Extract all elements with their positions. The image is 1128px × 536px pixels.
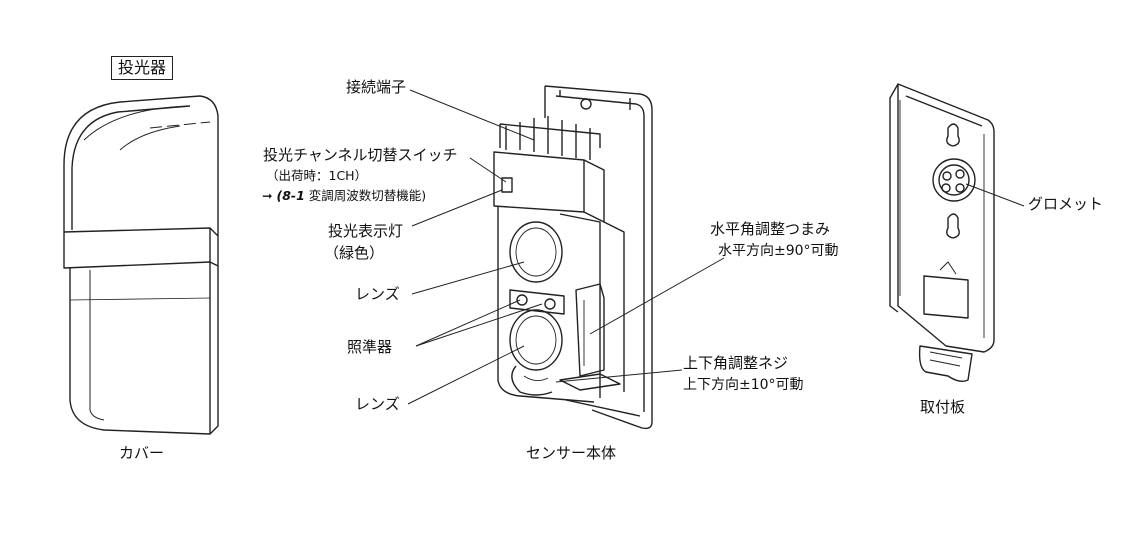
label-indicator-color: （緑色） bbox=[324, 244, 385, 262]
label-factory-setting: （出荷時：1CH） bbox=[266, 168, 368, 183]
arrow-icon: ➞ bbox=[262, 188, 273, 203]
label-h-angle-range: 水平方向±90°可動 bbox=[718, 243, 839, 259]
label-v-angle-range: 上下方向±10°可動 bbox=[683, 377, 804, 393]
leader-lines bbox=[407, 89, 1025, 405]
projector-title: 投光器 bbox=[111, 56, 174, 80]
label-grommet: グロメット bbox=[1028, 195, 1104, 213]
mounting-plate-drawing bbox=[889, 83, 995, 383]
label-h-angle-knob: 水平角調整つまみ bbox=[710, 220, 831, 238]
mounting-plate-caption: 取付板 bbox=[920, 398, 966, 416]
cover-drawing bbox=[63, 95, 219, 435]
label-reference: ➞ (8-1 変調周波数切替機能) bbox=[262, 188, 427, 203]
reference-text: 変調周波数切替機能) bbox=[308, 188, 427, 203]
label-lens-bottom: レンズ bbox=[355, 395, 400, 413]
label-terminal: 接続端子 bbox=[346, 78, 407, 96]
label-sight: 照準器 bbox=[347, 338, 393, 356]
label-v-angle-screw: 上下角調整ネジ bbox=[683, 354, 789, 372]
label-channel-switch: 投光チャンネル切替スイッチ bbox=[263, 146, 458, 164]
label-lens-top: レンズ bbox=[355, 285, 400, 303]
sensor-body-drawing bbox=[493, 85, 653, 430]
reference-number: (8-1 bbox=[276, 188, 305, 203]
cover-caption: カバー bbox=[119, 444, 165, 462]
sensor-body-caption: センサー本体 bbox=[526, 444, 617, 462]
label-indicator: 投光表示灯 bbox=[328, 222, 404, 240]
